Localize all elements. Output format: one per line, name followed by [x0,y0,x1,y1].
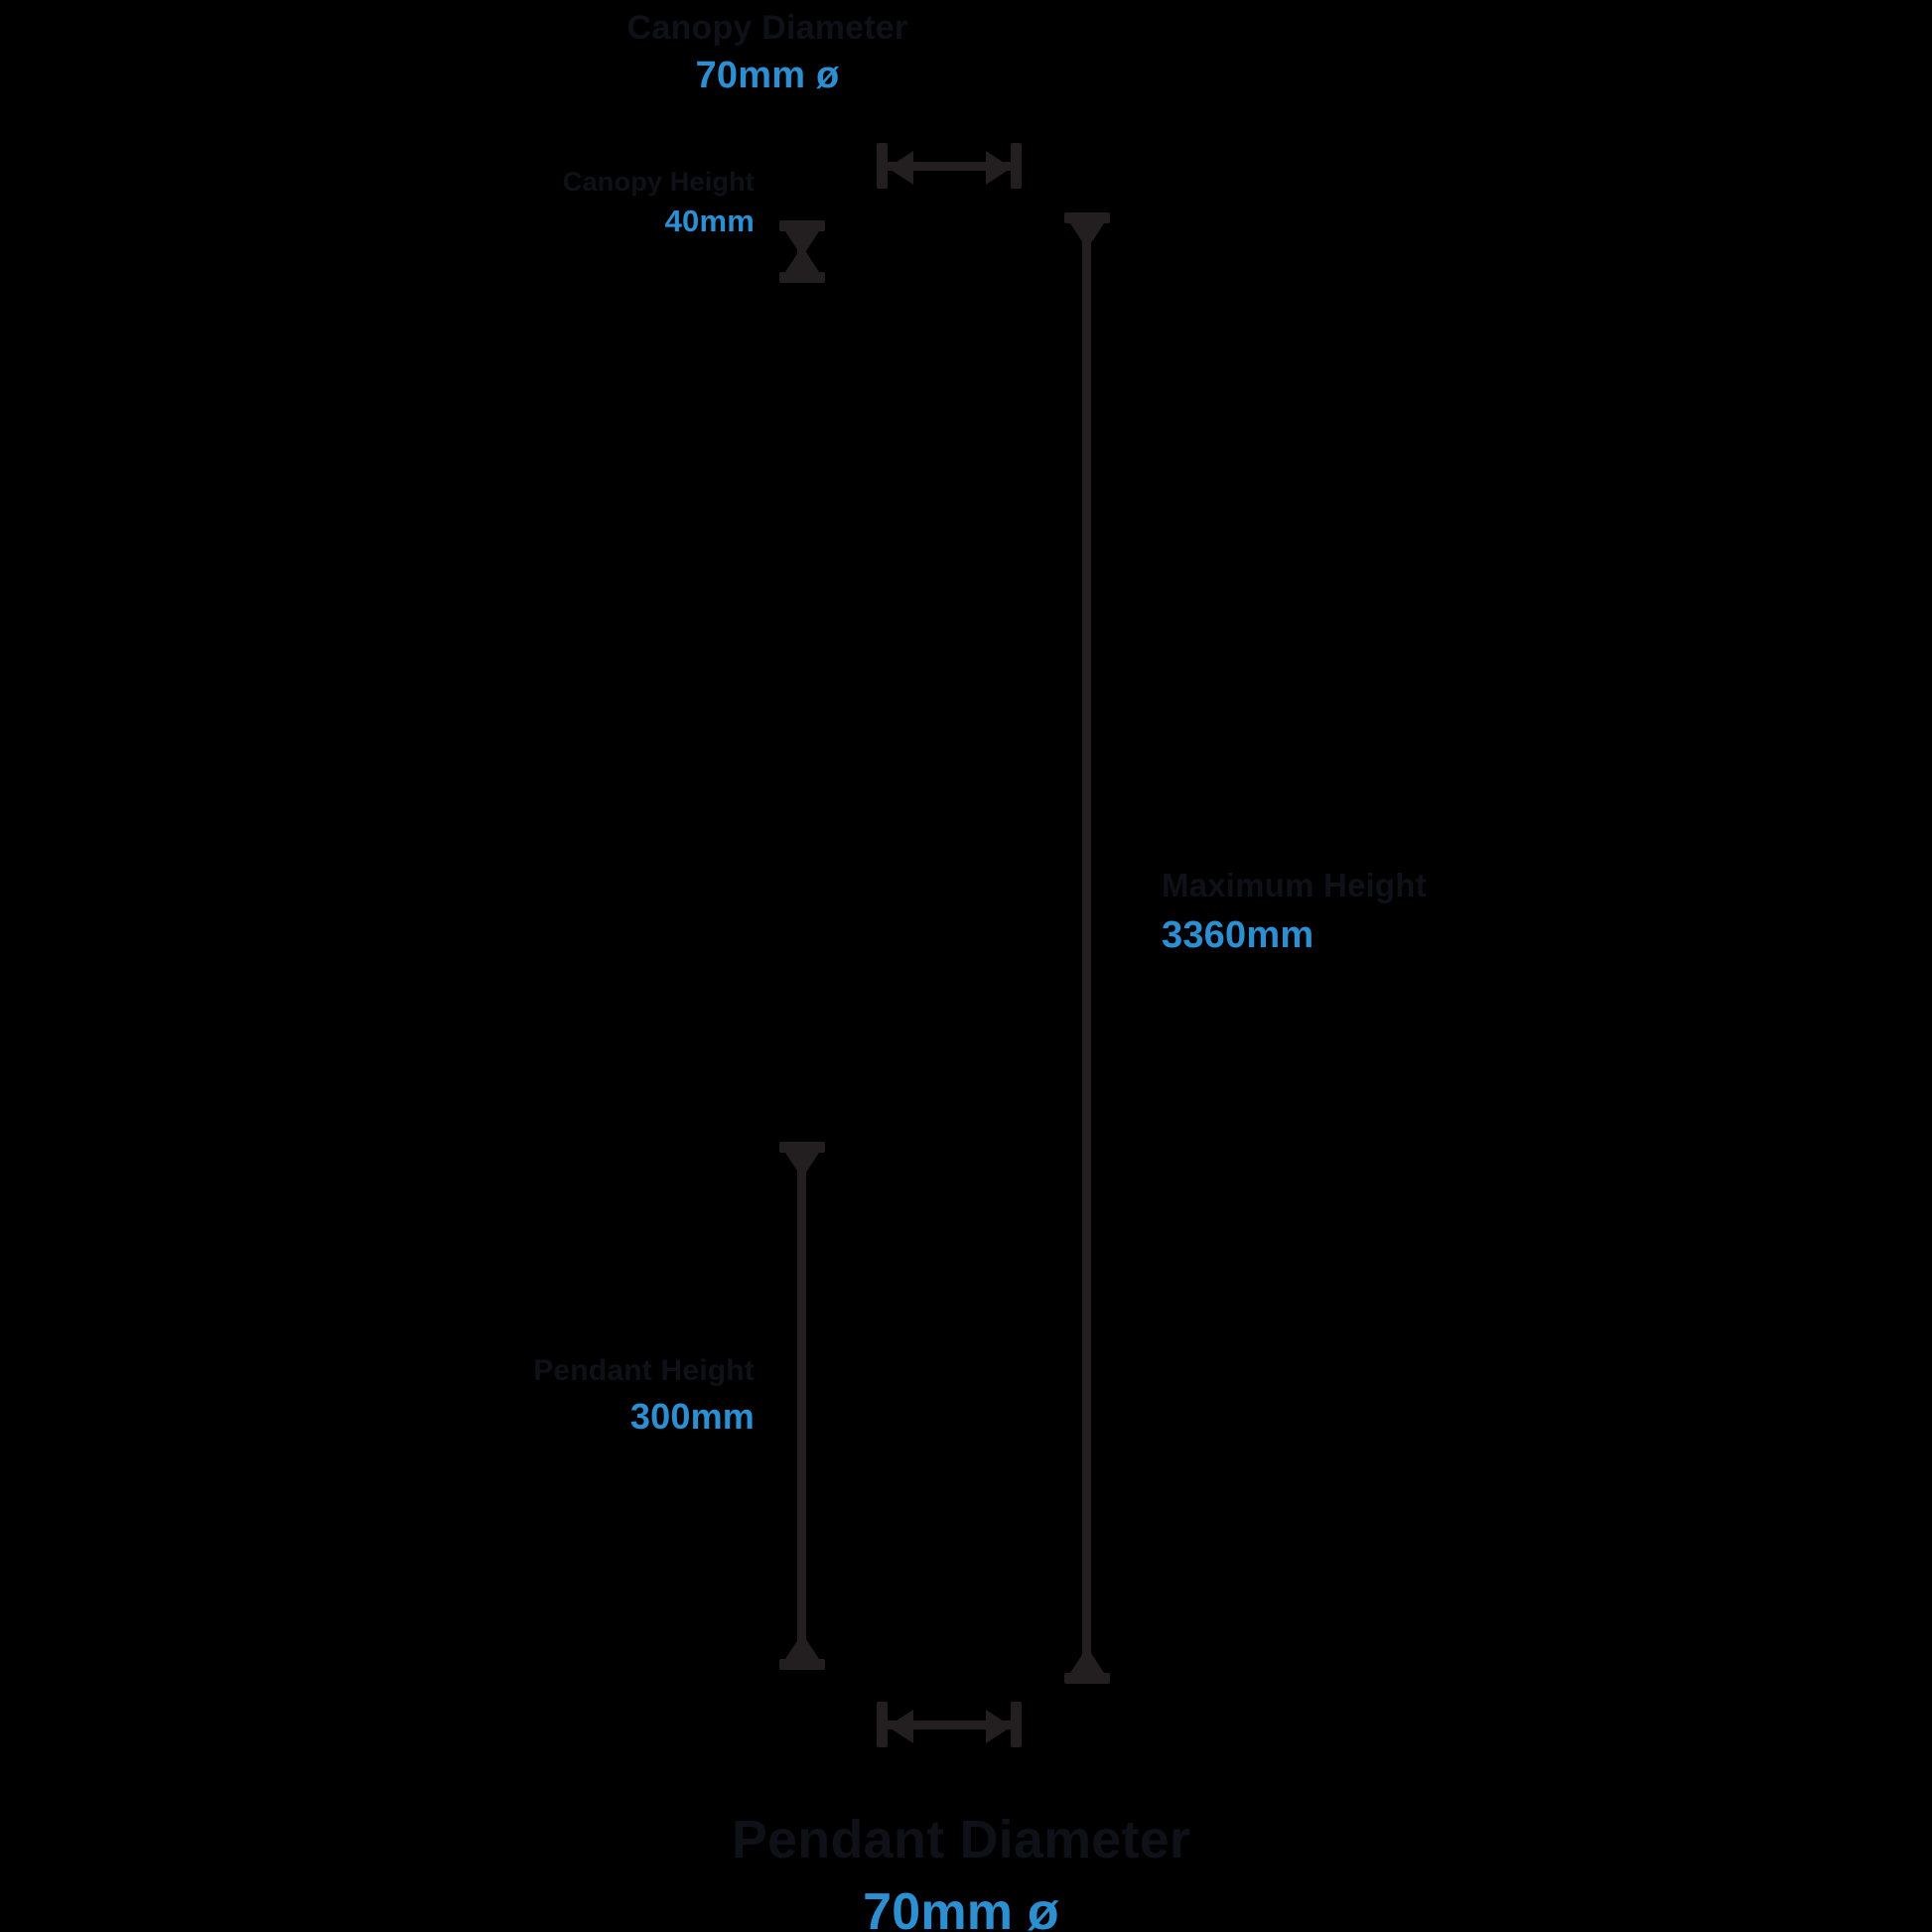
maximum-height-label: Maximum Height 3360mm [1162,867,1427,958]
pendant-height-value: 300mm [629,1396,755,1438]
canopy-diameter-label: Canopy Diameter 70mm ø [0,8,1535,98]
maximum-height-cap-bottom [1064,1673,1110,1684]
maximum-height-arrow-bottom [1070,1647,1104,1673]
pendant-diameter-label: Pendant Diameter 70mm ø [0,1809,1922,1932]
canopy-height-label: Canopy Height 40mm [218,167,755,239]
maximum-height-cap-top [1064,212,1110,223]
canopy-diameter-cap-right [1011,143,1022,189]
pendant-height-arrow-bottom [785,1633,819,1659]
maximum-height-title: Maximum Height [1162,867,1427,903]
maximum-height-value: 3360mm [1162,913,1314,956]
pendant-diameter-title: Pendant Diameter [731,1810,1191,1869]
pendant-height-cap-top [779,1142,825,1153]
pendant-diameter-line [888,1721,1012,1729]
canopy-diameter-line [888,162,1012,171]
maximum-height-line [1082,223,1091,1673]
pendant-height-line [797,1153,806,1659]
pendant-diameter-value: 70mm ø [863,1882,1059,1932]
pendant-diameter-cap-left [877,1702,888,1747]
canopy-height-cap-top [779,220,825,231]
canopy-height-title: Canopy Height [562,167,755,197]
canopy-height-cap-bottom [779,272,825,283]
pendant-diameter-cap-right [1011,1702,1022,1747]
canopy-diameter-cap-left [877,143,888,189]
canopy-diameter-title: Canopy Diameter [626,9,908,47]
pendant-height-title: Pendant Height [533,1354,755,1387]
canopy-diameter-value: 70mm ø [695,55,840,97]
canopy-height-line [797,231,806,272]
pendant-height-cap-bottom [779,1659,825,1670]
pendant-height-label: Pendant Height 300mm [199,1353,755,1439]
canopy-height-value: 40mm [664,203,755,238]
